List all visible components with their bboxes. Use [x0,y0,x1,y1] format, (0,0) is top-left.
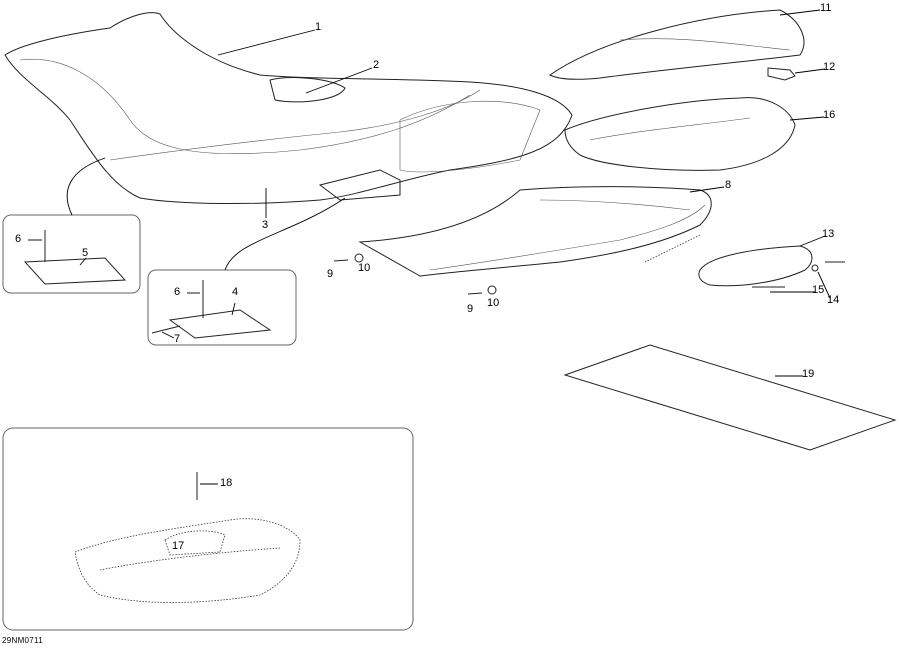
callout-9b: 9 [467,303,474,315]
inset-box-tray-fastener [2,427,414,631]
callout-3: 3 [262,219,269,231]
callout-14: 14 [827,294,840,306]
inset-box-fastener-b [147,269,297,346]
inset-box-fastener-a [2,214,141,294]
screw-washer-part [333,253,845,295]
drawing-reference: 29NM0711 [2,636,43,645]
clip-part [767,67,796,81]
callout-10a: 10 [358,262,371,274]
callout-12: 12 [823,61,836,73]
callout-5: 5 [82,247,89,259]
callout-4: 4 [232,286,239,298]
storage-tray-part [564,97,796,171]
callout-10b: 10 [487,297,500,309]
callout-11: 11 [820,2,832,14]
tail-cover-part [549,9,805,80]
callout-15: 15 [812,284,825,296]
seat-part [4,12,573,205]
callout-13: 13 [822,228,835,240]
callout-18: 18 [220,477,233,489]
side-panel-part [358,186,712,277]
callout-2: 2 [373,59,380,71]
tray-inset-part [74,472,301,603]
mat-part [563,344,897,451]
leader-lines [28,9,831,485]
callout-7: 7 [174,333,181,345]
callout-6a: 6 [15,233,22,245]
callout-9a: 9 [327,268,334,280]
callout-1: 1 [315,21,322,33]
callout-19: 19 [802,368,815,380]
tail-light-part [644,234,813,287]
callout-17: 17 [172,540,185,552]
callout-6b: 6 [174,286,181,298]
callout-16: 16 [823,109,836,121]
callout-8: 8 [725,179,732,191]
